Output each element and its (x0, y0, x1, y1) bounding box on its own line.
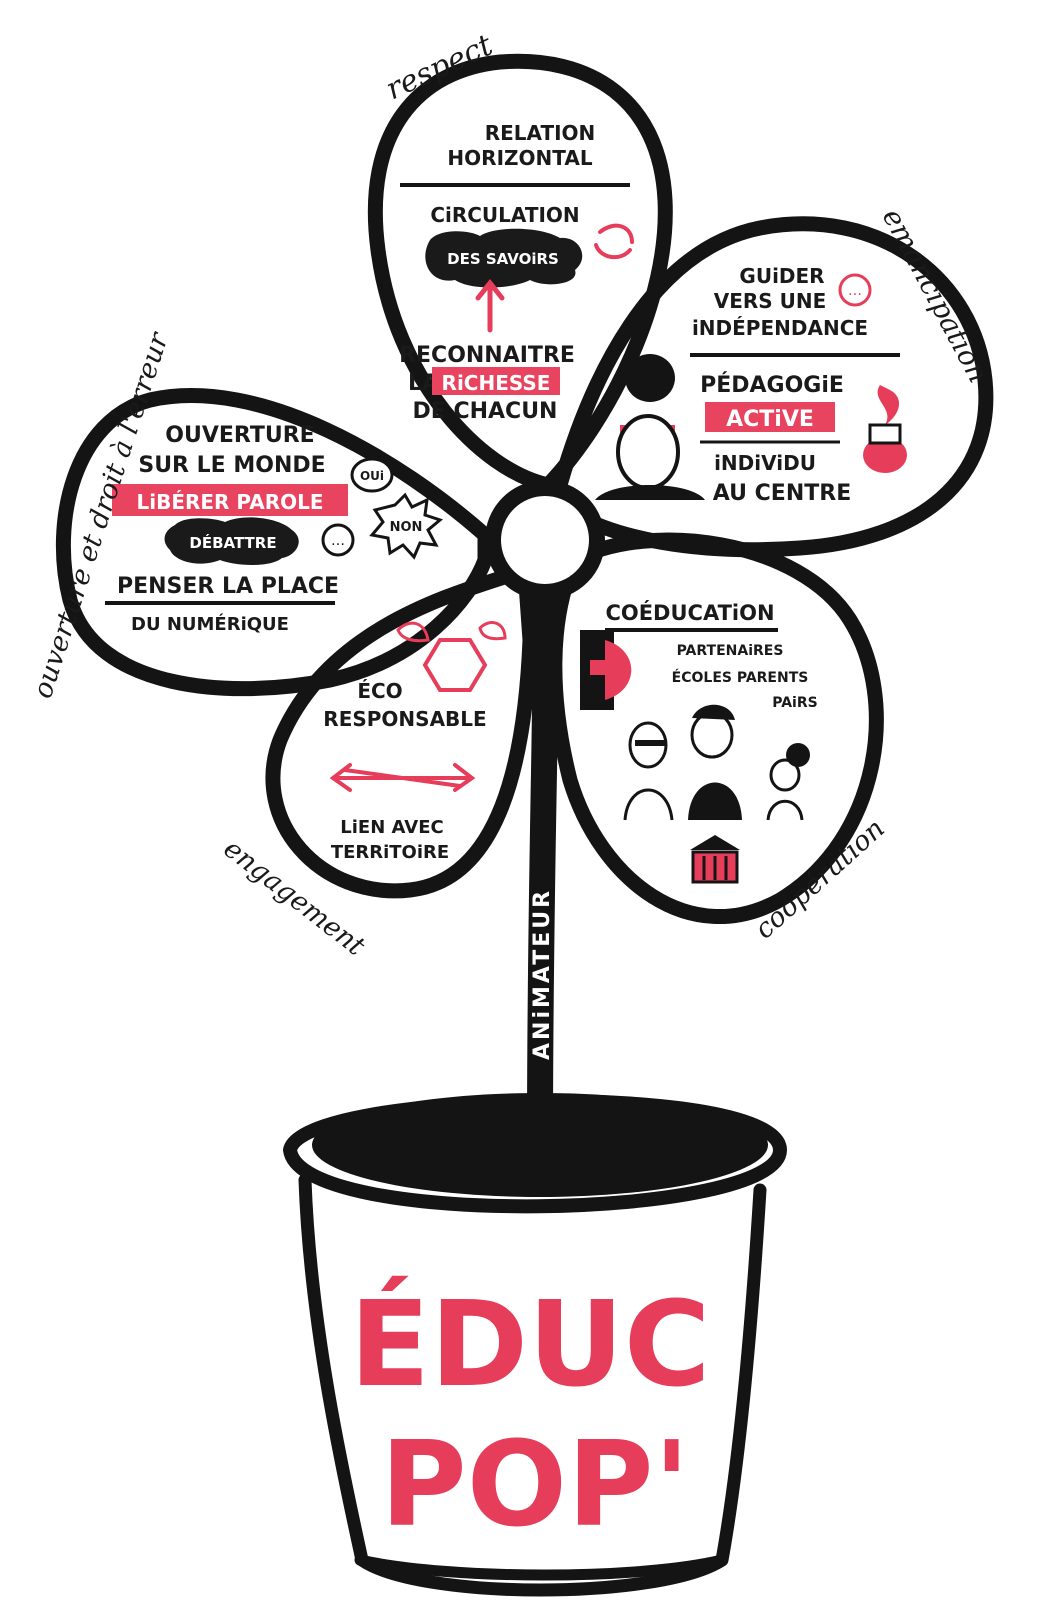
top-de-chacun: DE CHACUN (413, 399, 558, 424)
family-figures-icon (623, 704, 810, 821)
top-des-savoirs: DES SAVOiRS (447, 250, 559, 268)
right-guider: GUiDER (739, 264, 824, 288)
left-numerique: DU NUMÉRiQUE (131, 613, 289, 635)
left-ouverture: OUVERTURE (165, 423, 314, 448)
right-au-centre: AU CENTRE (713, 481, 851, 506)
top-circulation: CiRCULATION (430, 203, 579, 227)
value-emancipation: emancipation (876, 203, 995, 388)
top-richesse: RiCHESSE (442, 371, 551, 395)
chat-bubble-icon (321, 523, 355, 557)
br-ecoles-parents: ÉCOLES PARENTS (672, 669, 809, 686)
left-liberer-parole: LiBÉRER PAROLE (136, 490, 323, 514)
debattre-cloud (164, 517, 299, 565)
non-burst (369, 492, 444, 560)
top-reconnaitre: RECONNAITRE (399, 343, 575, 368)
recycle-leaves-icon (396, 621, 507, 692)
right-independance: iNDÉPENDANCE (692, 316, 868, 340)
stem (527, 542, 559, 1153)
pot-pop: POP' (380, 1415, 689, 1553)
town-hall-icon (690, 835, 740, 884)
bl-eco: ÉCO (357, 679, 402, 703)
flower-center (485, 480, 605, 600)
right-vers-une: VERS UNE (714, 289, 827, 313)
right-pedagogie: PÉDAGOGiE (700, 372, 844, 398)
left-oui: OUi (360, 469, 384, 483)
petal-bottom-left (265, 562, 538, 899)
speech-bubble-dots: … (848, 283, 862, 299)
right-active: ACTiVE (726, 407, 814, 432)
right-individu: iNDiViDU (714, 451, 816, 475)
handshake-shield-icon (580, 630, 632, 710)
bl-territoire: TERRiTOiRE (331, 842, 449, 863)
speech-bubble-icon (838, 273, 872, 307)
br-partenaires: PARTENAiRES (677, 643, 784, 659)
top-relation: RELATION (485, 121, 596, 145)
pot-rim (283, 1094, 787, 1214)
flask-flame-icon (863, 385, 907, 473)
left-non: NON (390, 520, 423, 535)
value-cooperation: coopération (749, 813, 891, 945)
br-coeducation: COÉDUCATiON (605, 600, 774, 625)
chat-bubble-dots: … (331, 533, 345, 549)
petal-bottom-right (547, 532, 884, 925)
stem-label: ANiMATEUR (530, 888, 555, 1060)
left-sur-le-monde: SUR LE MONDE (138, 453, 325, 478)
br-pairs: PAiRS (772, 695, 817, 711)
student-figure-icon (595, 354, 705, 500)
up-arrow-icon (475, 278, 505, 333)
top-horizontal: HORIZONTAL (447, 146, 592, 170)
richesse-highlight (432, 367, 560, 395)
pot-body (298, 1173, 767, 1597)
bl-lien-avec: LiEN AVEC (340, 817, 443, 838)
savoirs-cloud (425, 228, 583, 288)
active-highlight (705, 402, 835, 432)
cycle-arrows-icon (594, 223, 634, 260)
liberer-parole-highlight (112, 484, 348, 516)
pot-soil (312, 1093, 768, 1197)
left-debattre: DÉBATTRE (189, 533, 276, 552)
left-penser: PENSER LA PLACE (117, 574, 339, 599)
bl-responsable: RESPONSABLE (323, 707, 486, 731)
pot-educ: ÉDUC (350, 1275, 711, 1413)
petal-left (55, 388, 493, 697)
pot-bottom (354, 1554, 728, 1581)
double-arrow-icon (329, 763, 476, 792)
oui-bubble (350, 457, 394, 493)
